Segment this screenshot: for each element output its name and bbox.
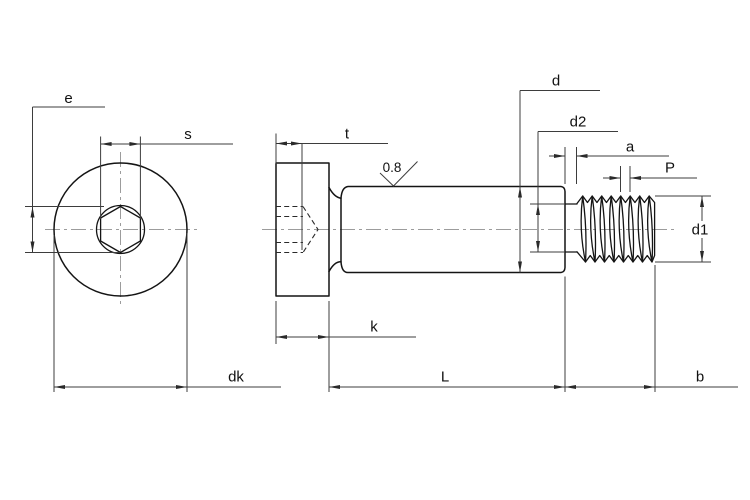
arrowhead — [700, 196, 704, 207]
dim-label-s: s — [184, 126, 192, 143]
dim-label-t: t — [345, 126, 350, 143]
thread-relief-neck — [564, 203, 578, 253]
dimension-k-lines — [275, 301, 416, 392]
arrowhead — [576, 154, 588, 158]
dimension-t: t — [275, 126, 388, 250]
dimension-L: L — [329, 369, 565, 389]
arrowhead — [318, 335, 329, 339]
dimension-p: P — [603, 160, 697, 192]
dimension-a: a — [549, 139, 669, 184]
dimension-d-lines — [519, 90, 600, 273]
dim-label-dk: dk — [228, 369, 244, 386]
head-body — [275, 162, 330, 297]
arrowhead — [518, 261, 522, 273]
arrowhead — [276, 141, 287, 146]
dim-label-e: e — [64, 90, 72, 107]
dimension-p-lines — [603, 166, 697, 192]
arrowhead — [54, 385, 65, 389]
surface-finish-mark: 0.8 — [379, 160, 418, 187]
arrowhead — [291, 141, 302, 146]
dimension-dk: dk — [53, 233, 281, 392]
dimension-annotations: e s dk t k — [25, 73, 738, 392]
side-view — [262, 162, 677, 297]
under-head-fillet — [328, 186, 342, 273]
arrowhead — [536, 241, 540, 252]
thread-flank-helix — [580, 195, 654, 263]
dim-label-k: k — [370, 319, 378, 336]
socket-circle — [95, 204, 146, 255]
arrowhead — [536, 204, 540, 215]
arrowhead — [100, 142, 112, 146]
dimension-s-lines — [100, 136, 233, 219]
arrowhead — [518, 186, 522, 198]
dim-label-L: L — [441, 369, 449, 386]
dimension-k: k — [275, 301, 416, 392]
thread-crest-profile — [576, 195, 656, 263]
dim-label-d: d — [552, 73, 560, 90]
dim-label-d1: d1 — [692, 222, 709, 239]
label-mask — [687, 221, 715, 238]
dimension-d2-lines — [530, 131, 618, 253]
surface-finish-value: 0.8 — [383, 160, 402, 175]
arrowhead — [129, 142, 141, 146]
arrowhead — [30, 206, 35, 218]
head-circle — [53, 162, 188, 297]
front-view — [45, 152, 200, 308]
surface-finish-symbol — [379, 161, 418, 187]
dim-label-p: P — [665, 160, 675, 177]
arrowhead — [644, 385, 655, 389]
dimension-b: b — [564, 265, 738, 392]
arrowhead — [176, 385, 187, 389]
dim-label-a: a — [626, 139, 635, 156]
arrowhead — [329, 385, 340, 389]
arrowhead — [630, 176, 641, 180]
front-view-centerlines — [45, 152, 200, 308]
arrowhead — [565, 385, 576, 389]
arrowhead — [554, 154, 565, 158]
dimension-a-lines — [549, 147, 669, 184]
dim-label-b: b — [696, 369, 704, 386]
dimension-e: e — [25, 90, 119, 253]
arrowhead — [30, 241, 35, 253]
arrowhead — [700, 251, 704, 262]
dimension-b-lines — [564, 265, 738, 392]
dimension-d: d — [518, 73, 600, 273]
dim-label-d2: d2 — [570, 114, 587, 131]
arrowhead — [609, 176, 621, 180]
dimension-d1: d1 — [655, 195, 715, 263]
dimension-d2: d2 — [530, 114, 618, 253]
arrowhead — [554, 385, 565, 389]
dimension-dk-lines — [53, 233, 281, 392]
dimension-s: s — [100, 126, 233, 219]
shoulder-body — [340, 185, 566, 274]
dimension-e-lines — [25, 106, 119, 253]
arrowhead — [276, 335, 287, 339]
